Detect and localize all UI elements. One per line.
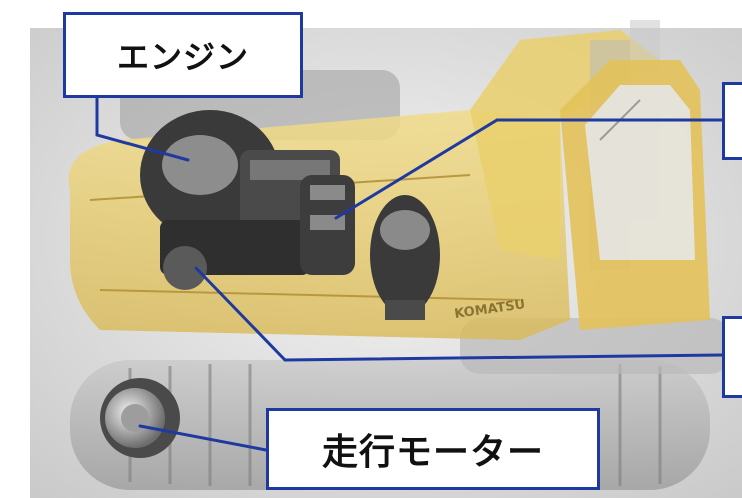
valve-label-cropped: [722, 316, 742, 398]
pump-label-cropped: [722, 82, 742, 160]
hydraulic-pump-component: [300, 175, 355, 275]
travel-motor-label: 走行モーター: [266, 408, 600, 490]
travel-motor-component: [100, 378, 180, 458]
swing-motor-component: [370, 195, 440, 320]
travel-motor-label-text: 走行モーター: [321, 432, 544, 473]
engine-component: [140, 110, 340, 290]
engine-label-text: エンジン: [116, 38, 249, 76]
control-valve-leader-line: [194, 266, 724, 362]
operator-cab: [560, 60, 710, 330]
travel-motor-leader-line: [138, 424, 268, 452]
engine-leader-line: [95, 96, 190, 162]
engine-label: エンジン: [63, 12, 303, 98]
pump-leader-line: [334, 118, 724, 220]
